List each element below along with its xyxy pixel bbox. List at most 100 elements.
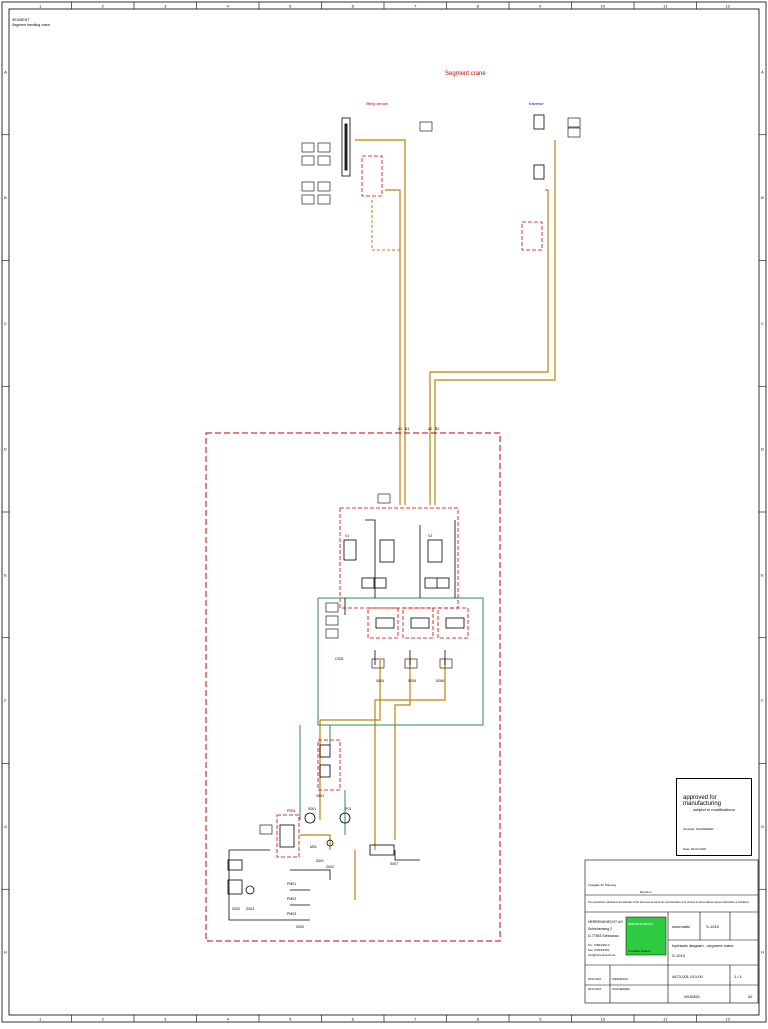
sensor-box bbox=[317, 194, 331, 205]
label-a1: A1 bbox=[398, 427, 402, 431]
frame-col-label: 3 bbox=[164, 4, 167, 9]
frame-col-label: 10 bbox=[601, 1017, 606, 1022]
approval-date: Date: 09.04.2018 bbox=[683, 847, 707, 851]
label-s005: S005 bbox=[408, 679, 416, 683]
label-v2: V2 bbox=[428, 534, 432, 538]
inner-frame bbox=[8, 8, 760, 1016]
frame-row-label: H bbox=[4, 950, 7, 955]
sensor-box bbox=[301, 181, 315, 192]
sensor-box bbox=[325, 602, 339, 613]
frame-row-label: B bbox=[4, 195, 7, 200]
logo-subtext: Tunnelling Systems bbox=[628, 949, 651, 953]
header-line1: SEGMENT bbox=[12, 18, 30, 22]
section-traverse-label: traverse bbox=[529, 101, 544, 106]
name-line1: hydraulic diagram - segment crane bbox=[672, 943, 734, 948]
frame-col-label: 9 bbox=[539, 4, 542, 9]
released-for: Freigabe für Planung bbox=[588, 883, 616, 887]
sensor-box bbox=[317, 181, 331, 192]
frame-row-label: A bbox=[761, 69, 764, 74]
drawing-no: 4673-001-013-00 bbox=[672, 974, 703, 979]
pump-motor bbox=[227, 812, 351, 895]
checked-date: 09.04.2018 bbox=[588, 987, 602, 991]
sensor-box bbox=[567, 117, 581, 128]
label-s002: S002 bbox=[232, 907, 240, 911]
frame-col-label: 2 bbox=[102, 4, 105, 9]
frame-col-label: 4 bbox=[227, 1017, 230, 1022]
frame-col-label: 12 bbox=[726, 1017, 731, 1022]
frame-col-label: 4 bbox=[227, 4, 230, 9]
title-block bbox=[584, 859, 759, 1004]
label-m01: M01 bbox=[310, 845, 317, 849]
label-v1: V1 bbox=[345, 534, 349, 538]
approval-line2: subject to modifications bbox=[693, 807, 735, 812]
sensor-box bbox=[301, 142, 315, 153]
phone: Tel.: 07824/302-0 bbox=[588, 943, 610, 947]
frame-row-label: E bbox=[4, 572, 7, 577]
label-s003: S003 bbox=[246, 907, 254, 911]
frame-row-label: H bbox=[761, 950, 764, 955]
sensor-box bbox=[325, 615, 339, 626]
sensor-box bbox=[301, 194, 315, 205]
created-by: WEIDE/DAY bbox=[612, 977, 629, 981]
frame-row-label: F bbox=[761, 698, 764, 703]
label-s007: S007 bbox=[390, 862, 398, 866]
sensor-box bbox=[371, 658, 385, 669]
label-z002: Z002 bbox=[326, 865, 334, 869]
revision-label: Revision bbox=[640, 890, 652, 894]
sensor-box bbox=[317, 142, 331, 153]
sensor-box bbox=[439, 658, 453, 669]
checked-by: SCHNEIDER bbox=[612, 987, 631, 991]
frame-col-label: 8 bbox=[477, 1017, 480, 1022]
label-z001: Z001 bbox=[316, 859, 324, 863]
sensor-box bbox=[567, 127, 581, 138]
label-p01: P01 bbox=[345, 807, 351, 811]
label-s004: S004 bbox=[376, 679, 384, 683]
fax: Fax: 07824/3403 bbox=[588, 948, 609, 952]
pilot-lines bbox=[228, 519, 456, 921]
frame-row-label: E bbox=[761, 572, 764, 577]
frame-col-label: 6 bbox=[352, 4, 355, 9]
frame-row-label: D bbox=[761, 447, 764, 452]
cylinders bbox=[341, 114, 545, 180]
label-pm01: PM01 bbox=[287, 882, 296, 886]
frame-col-label: 11 bbox=[663, 4, 668, 9]
revision-code: A0 bbox=[748, 995, 752, 999]
approval-stamp: approved for manufacturing subject to mo… bbox=[676, 778, 752, 856]
disclaimer: The reproduction, distribution and utili… bbox=[588, 901, 749, 904]
approval-checked: checked: SCHNEIDER bbox=[683, 827, 714, 831]
sensor-box bbox=[259, 824, 273, 835]
frame-col-label: 1 bbox=[39, 1017, 42, 1022]
label-ps01: PS01 bbox=[287, 809, 296, 813]
label-pm03: PM03 bbox=[287, 912, 296, 916]
frame-row-label: C bbox=[761, 321, 764, 326]
frame-row-label: C bbox=[4, 321, 7, 326]
logo-text: HERRENKNECHT bbox=[628, 922, 653, 926]
project: S-1014 bbox=[706, 924, 720, 929]
label-b2: B2 bbox=[435, 427, 439, 431]
email: info@herrenknecht.de bbox=[588, 953, 616, 957]
frame-row-label: A bbox=[4, 69, 7, 74]
label-cs01: CS01 bbox=[335, 657, 344, 661]
section-lifting-label: lifting device bbox=[366, 101, 389, 106]
sensor-box bbox=[301, 155, 315, 166]
sensor-box bbox=[419, 121, 433, 132]
label-v801: V801 bbox=[316, 794, 324, 798]
frame-col-label: 5 bbox=[289, 1017, 292, 1022]
label-s006: S006 bbox=[436, 679, 444, 683]
company-logo bbox=[625, 916, 667, 956]
page-number: 1 / 1 bbox=[734, 974, 743, 979]
type-label: schematic bbox=[672, 924, 690, 929]
frame-row-label: D bbox=[4, 447, 7, 452]
frame-col-label: 7 bbox=[414, 1017, 417, 1022]
valve-block bbox=[279, 539, 465, 856]
frame-col-label: 11 bbox=[663, 1017, 668, 1022]
component-boundaries bbox=[205, 155, 543, 942]
label-a2: A2 bbox=[428, 427, 432, 431]
sensor-box bbox=[325, 628, 339, 639]
frame-col-label: 1 bbox=[39, 4, 42, 9]
